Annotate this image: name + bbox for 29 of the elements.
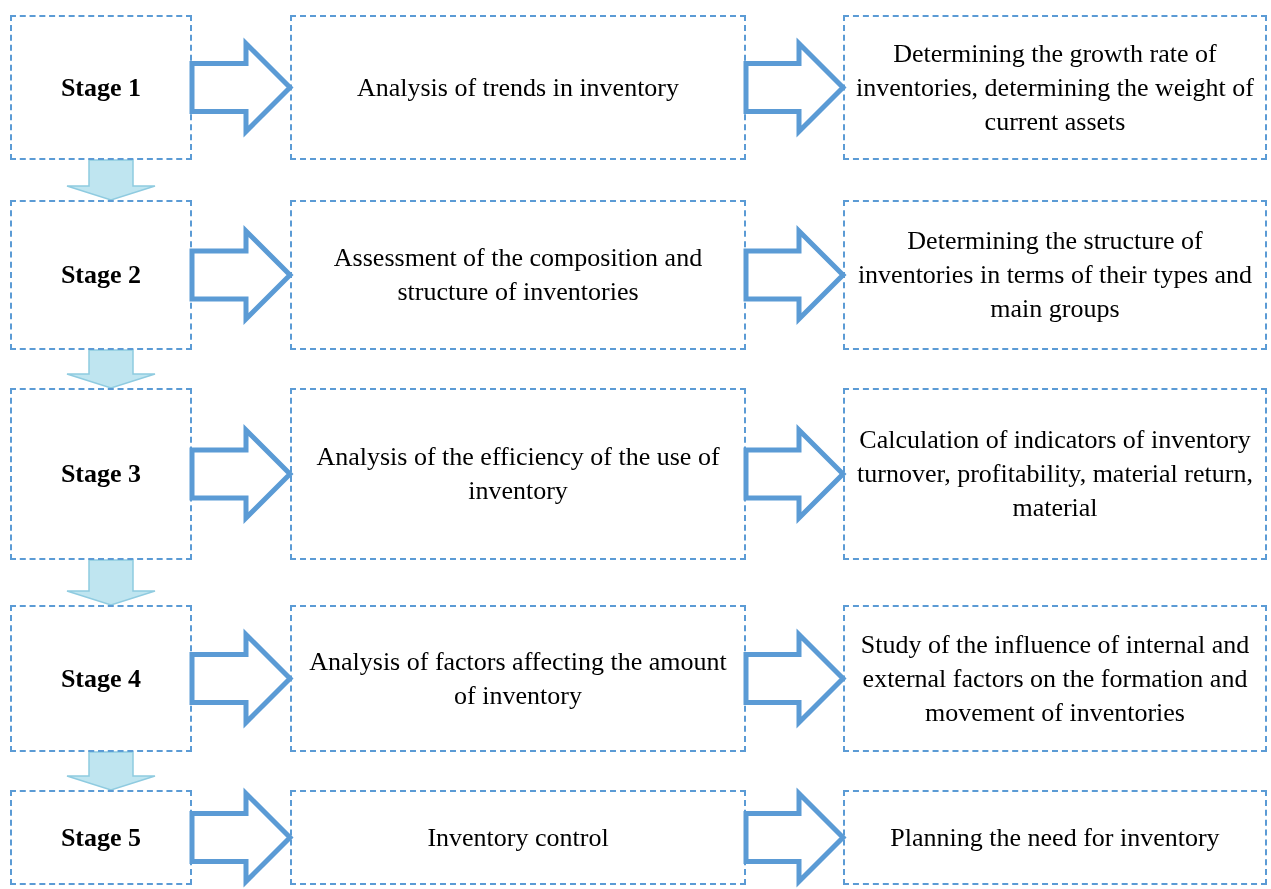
text-box: Assessment of the composition and structure of inventories	[290, 200, 746, 350]
down-arrow	[66, 159, 156, 201]
stage-box: Stage 1	[10, 15, 192, 160]
block-arrow	[189, 37, 294, 138]
text-box: Analysis of factors affecting the amount of inventory	[290, 605, 746, 752]
block-arrow	[189, 224, 294, 326]
block-arrow	[743, 628, 847, 729]
block-arrow	[743, 423, 847, 525]
block-arrow	[189, 423, 294, 525]
text-box: Analysis of the efficiency of the use of inventory	[290, 388, 746, 560]
block-arrow	[189, 787, 294, 888]
block-arrow	[743, 37, 847, 138]
down-arrow	[66, 349, 156, 389]
stage-box: Stage 5	[10, 790, 192, 885]
stage-box: Stage 4	[10, 605, 192, 752]
block-arrow	[743, 787, 847, 888]
block-arrow	[189, 628, 294, 729]
text-box: Inventory control	[290, 790, 746, 885]
stage-box: Stage 2	[10, 200, 192, 350]
block-arrow	[743, 224, 847, 326]
text-box: Study of the influence of internal and external factors on the formation and movement of inventories	[843, 605, 1267, 752]
down-arrow	[66, 751, 156, 791]
text-box: Determining the structure of inventories in terms of their types and main groups	[843, 200, 1267, 350]
text-box: Planning the need for inventory	[843, 790, 1267, 885]
text-box: Calculation of indicators of inventory turnover, profitability, material return, material	[843, 388, 1267, 560]
down-arrow	[66, 559, 156, 606]
text-box: Analysis of trends in inventory	[290, 15, 746, 160]
stage-box: Stage 3	[10, 388, 192, 560]
text-box: Determining the growth rate of inventories, determining the weight of current assets	[843, 15, 1267, 160]
